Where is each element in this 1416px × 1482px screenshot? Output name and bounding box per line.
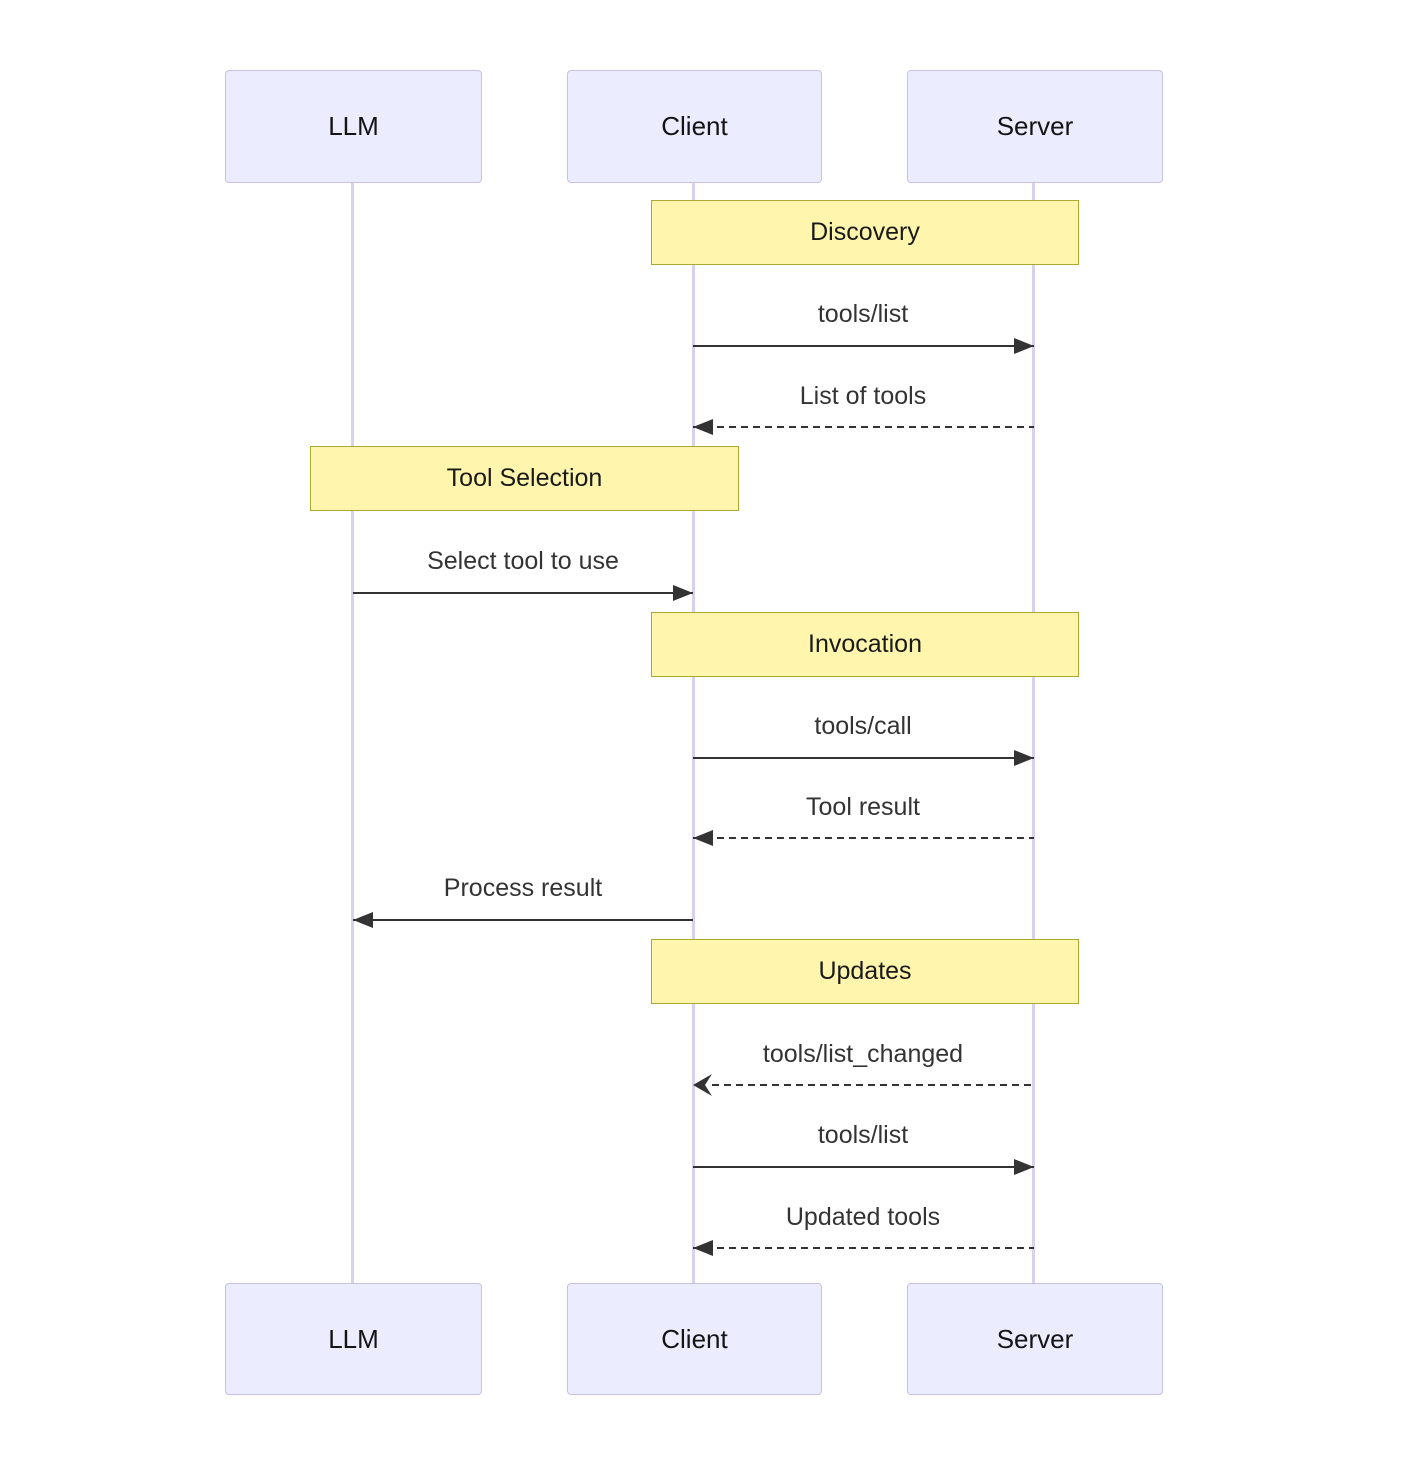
participant-label: Server [996,1323,1074,1354]
note-tool-selection: Tool Selection [310,446,739,511]
message-label: tools/list [817,1121,909,1149]
message-line [693,1247,1034,1249]
note-invocation: Invocation [651,612,1079,677]
participant-client-top: Client [567,70,822,183]
message-label: tools/call [814,712,912,740]
participant-label: Client [661,1323,728,1354]
message-label: Tool result [806,793,920,821]
note-discovery: Discovery [651,200,1079,265]
message-line [712,1084,1034,1086]
message-label: tools/list [817,300,909,328]
lifeline-server [1032,182,1035,1283]
message-line [693,426,1034,428]
participant-label: Server [996,111,1074,141]
lifeline-llm [351,182,354,1283]
participant-label: LLM [328,111,379,141]
arrowhead-right-icon [673,585,693,601]
arrowhead-left-icon [353,912,373,928]
note-label: Tool Selection [446,464,603,492]
lifeline-client [692,182,695,1283]
message-line [353,919,693,921]
participant-server-top: Server [907,70,1163,183]
arrowhead-left-icon [693,419,713,435]
message-label: Select tool to use [427,547,619,575]
participant-label: Client [661,111,728,141]
participant-llm-top: LLM [225,70,482,183]
note-label: Updates [818,957,912,985]
message-label: List of tools [799,382,927,410]
note-label: Discovery [810,218,920,246]
participant-server-bottom: Server [907,1283,1163,1395]
arrowhead-right-icon [1014,750,1034,766]
message-line [353,592,693,594]
arrowhead-open-left-icon [691,1073,715,1097]
arrowhead-right-icon [1014,338,1034,354]
message-label: Updated tools [785,1203,941,1231]
message-line [693,1166,1034,1168]
participant-client-bottom: Client [567,1283,822,1395]
message-label: tools/list_changed [762,1040,964,1068]
message-line [693,757,1034,759]
message-label: Process result [443,874,603,902]
arrowhead-left-icon [693,1240,713,1256]
message-line [693,837,1034,839]
note-label: Invocation [808,630,922,658]
participant-llm-bottom: LLM [225,1283,482,1395]
participant-label: LLM [328,1323,379,1354]
arrowhead-right-icon [1014,1159,1034,1175]
note-updates: Updates [651,939,1079,1004]
message-line [693,345,1034,347]
arrowhead-left-icon [693,830,713,846]
